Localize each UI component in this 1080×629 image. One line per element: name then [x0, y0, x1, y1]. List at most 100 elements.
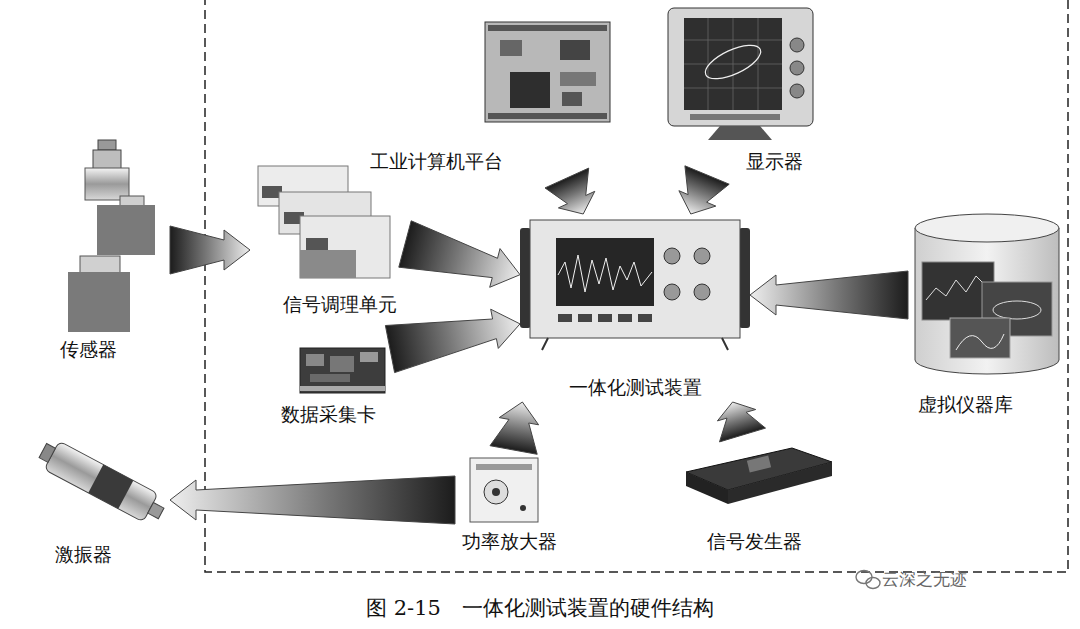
component-node: 一体化测试装置 — [520, 214, 750, 402]
illustration-part — [88, 465, 133, 509]
illustration-part — [558, 314, 572, 322]
illustration-part — [664, 248, 680, 264]
illustration-part — [330, 356, 354, 372]
block-arrow — [399, 221, 520, 287]
illustration-part — [44, 441, 158, 522]
block-arrow — [679, 166, 729, 214]
component-node: 数据采集卡 — [275, 340, 390, 430]
block-arrow — [717, 402, 765, 442]
illustration-part — [686, 472, 728, 504]
illustration-part — [664, 284, 680, 300]
component-label: 数据采集卡 — [281, 403, 376, 426]
component-label: 信号发生器 — [707, 530, 802, 553]
component-label: 显示器 — [746, 150, 803, 173]
illustration-part — [560, 72, 596, 86]
watermark-text: 云深之无迹 — [882, 568, 967, 591]
illustration-part — [542, 338, 728, 350]
component-node: 显示器 — [660, 3, 815, 175]
illustration-part — [80, 256, 120, 274]
block-arrow — [170, 226, 250, 274]
illustration-part — [85, 168, 129, 200]
component-label: 一体化测试装置 — [569, 376, 702, 399]
power-amplifier-picture — [470, 458, 538, 522]
illustration-part — [360, 352, 378, 362]
illustration-part — [492, 488, 500, 496]
instrument-library-picture — [915, 214, 1059, 374]
component-node: 虚拟仪器库 — [908, 212, 1066, 422]
illustration-part — [484, 480, 508, 504]
illustration-part — [300, 250, 356, 278]
illustration-part — [310, 374, 350, 382]
watermark-icon — [856, 571, 880, 589]
illustration-part — [300, 386, 385, 391]
illustration-part — [93, 150, 121, 170]
component-label: 虚拟仪器库 — [918, 393, 1013, 416]
illustration-part — [701, 38, 766, 85]
component-label: 信号调理单元 — [283, 293, 397, 316]
illustration-part — [915, 214, 1059, 242]
conditioning-unit-picture — [258, 166, 390, 278]
illustration-part — [306, 354, 324, 366]
illustration-part — [558, 255, 652, 292]
illustration-part — [520, 505, 526, 511]
illustration-part — [148, 503, 164, 519]
illustration-part — [739, 228, 750, 328]
block-arrow — [385, 309, 520, 372]
block-arrow — [490, 402, 539, 454]
component-node: 传感器 — [55, 135, 170, 365]
monitor-picture — [668, 8, 813, 140]
illustration-part — [926, 276, 990, 300]
component-node: 信号发生器 — [675, 435, 835, 558]
block-arrow — [545, 168, 595, 214]
illustration-part — [39, 443, 55, 462]
illustration-part — [68, 272, 130, 332]
block-arrow — [750, 271, 908, 319]
illustration-part — [915, 228, 1059, 374]
illustration-part — [690, 114, 780, 120]
illustration-part — [520, 228, 531, 328]
illustration-part — [638, 314, 652, 322]
illustration-part — [694, 284, 710, 300]
illustration-part — [510, 72, 550, 108]
component-node: 激振器 — [35, 435, 170, 570]
illustration-part — [790, 38, 804, 52]
exciter-picture — [35, 436, 168, 527]
illustration-part — [708, 126, 772, 140]
signal-generator-picture — [686, 448, 832, 504]
sensor-picture — [68, 140, 155, 332]
component-node: 功率放大器 — [455, 450, 570, 558]
component-label: 激振器 — [55, 543, 112, 566]
illustration-part — [300, 216, 390, 278]
illustration-part — [956, 334, 1004, 350]
test-device-picture — [520, 220, 750, 350]
block-arrow — [170, 476, 455, 524]
illustration-part — [98, 140, 116, 150]
illustration-part — [856, 571, 872, 584]
illustration-part — [790, 84, 804, 98]
daq-card-picture — [300, 348, 385, 393]
illustration-part — [950, 318, 1010, 358]
illustration-part — [993, 301, 1041, 319]
illustration-part — [684, 18, 782, 110]
component-label: 传感器 — [60, 338, 117, 361]
component-label: 工业计算机平台 — [370, 150, 503, 173]
illustration-part — [578, 314, 592, 322]
illustration-part — [618, 314, 632, 322]
component-node: 工业计算机平台 — [368, 15, 618, 178]
illustration-part — [728, 462, 832, 504]
illustration-part — [790, 61, 804, 75]
industrial-computer-picture — [485, 22, 610, 122]
illustration-part — [668, 8, 813, 126]
illustration-part — [488, 113, 607, 119]
illustration-part — [300, 348, 385, 393]
illustration-part — [470, 458, 538, 522]
illustration-part — [485, 22, 610, 122]
illustration-part — [684, 18, 782, 110]
illustration-part — [560, 40, 590, 60]
illustration-part — [530, 220, 740, 338]
illustration-part — [97, 205, 155, 255]
illustration-part — [747, 456, 771, 473]
illustration-part — [556, 238, 654, 306]
illustration-part — [500, 40, 522, 56]
